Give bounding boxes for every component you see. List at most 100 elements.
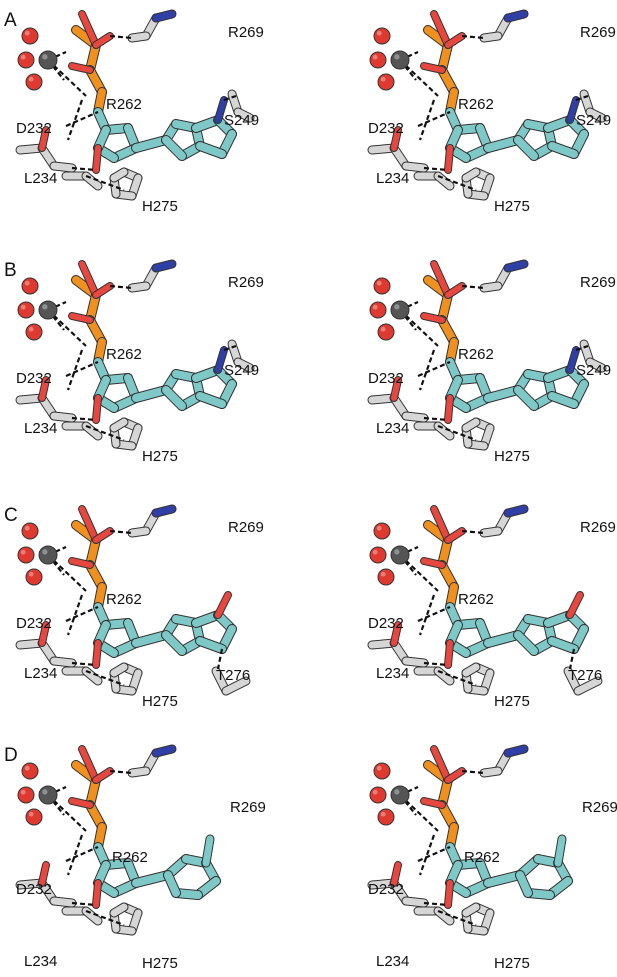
- panel-letter: B: [4, 260, 17, 281]
- water-sphere-highlight: [380, 326, 386, 332]
- residue-r269-stick: [479, 13, 513, 43]
- water-sphere-highlight: [380, 571, 386, 577]
- residue-t276-stick: [211, 666, 251, 696]
- metal-ion-sphere: [390, 300, 410, 320]
- hbond-line: [417, 605, 451, 623]
- phosphate-oxygen: [68, 62, 94, 74]
- residue-r269-stick: [127, 263, 161, 293]
- phosphate-oxygen: [420, 797, 446, 809]
- residue-r269-stick: [127, 508, 161, 538]
- water-sphere: [369, 301, 387, 319]
- residue-r269-guanidinium: [151, 504, 177, 518]
- phosphate-oxygen: [78, 10, 100, 49]
- hbond-line: [423, 661, 449, 667]
- ligand-purine-ring-a: [483, 614, 557, 656]
- water-sphere: [21, 762, 39, 780]
- molecule-stick-model: [367, 504, 603, 696]
- water-sphere-highlight: [28, 326, 34, 332]
- residue-label-d232: D232: [368, 881, 404, 898]
- phosphate-oxygen: [420, 557, 446, 569]
- residue-label-l234: L234: [376, 420, 410, 437]
- hbond-line: [418, 349, 436, 391]
- metal-ion-sphere: [390, 50, 410, 70]
- residue-label-d232: D232: [16, 120, 52, 137]
- phosphate-oxygen: [78, 260, 100, 299]
- panel-letter: D: [4, 745, 18, 766]
- hbond-line: [423, 416, 449, 422]
- residue-l234-stick: [413, 171, 455, 191]
- residue-label-h275: H275: [494, 448, 530, 465]
- water-sphere: [377, 568, 395, 586]
- hbond-line: [417, 845, 451, 863]
- phosphate-oxygen: [92, 527, 114, 544]
- phosphate-oxygen: [92, 282, 114, 299]
- hbond-line: [423, 166, 449, 172]
- phosphate-oxygen: [444, 767, 466, 784]
- residue-label-r269: R269: [580, 519, 616, 536]
- hbond-line: [66, 349, 84, 391]
- hbond-line: [65, 845, 99, 863]
- hbond-line: [223, 344, 237, 352]
- phosphate-oxygen: [420, 62, 446, 74]
- metal-ion-sphere: [38, 545, 58, 565]
- water-sphere: [373, 277, 391, 295]
- residue-h275-ring: [461, 167, 495, 201]
- residue-d232-stick: [367, 638, 429, 668]
- residue-label-d232: D232: [16, 881, 52, 898]
- molecule-stick-model: [15, 9, 255, 201]
- residue-r269-stick: [127, 13, 161, 43]
- hbond-line: [417, 360, 451, 378]
- water-sphere-highlight: [380, 811, 386, 817]
- hbond-line: [437, 669, 477, 687]
- water-sphere-highlight: [372, 789, 378, 795]
- water-sphere: [25, 73, 43, 91]
- residue-r269-guanidinium: [151, 259, 177, 273]
- hbond-line: [66, 99, 84, 141]
- water-sphere-highlight: [28, 811, 34, 817]
- residue-label-s249: S249: [224, 112, 260, 129]
- water-sphere: [369, 786, 387, 804]
- molecule-stick-model: [15, 744, 221, 936]
- residue-d232-stick: [15, 393, 77, 423]
- water-sphere: [17, 546, 35, 564]
- hbond-line: [109, 529, 133, 535]
- phosphate-oxygen: [78, 745, 100, 784]
- ribose-hydroxyl: [92, 394, 102, 424]
- molecule-stick-model: [15, 504, 251, 696]
- phosphate-oxygen: [68, 557, 94, 569]
- ligand-ribose-ring: [445, 107, 493, 163]
- water-sphere: [17, 786, 35, 804]
- water-sphere-highlight: [24, 765, 30, 771]
- residue-label-l234: L234: [376, 953, 410, 970]
- hbond-line: [109, 284, 133, 290]
- hbond-line: [85, 669, 125, 687]
- ribose-hydroxyl: [444, 639, 454, 669]
- hbond-line: [65, 110, 99, 128]
- ribose-hydroxyl: [444, 879, 454, 909]
- ligand-ribose-ring: [445, 357, 493, 413]
- hbond-line: [461, 34, 485, 40]
- residue-label-d232: D232: [16, 370, 52, 387]
- water-sphere-highlight: [28, 571, 34, 577]
- metal-ion-sphere-highlight: [42, 789, 48, 795]
- metal-ion-sphere: [390, 545, 410, 565]
- phosphate-oxygen: [444, 282, 466, 299]
- residue-d232-stick: [15, 638, 77, 668]
- ligand-purine-ring-a: [131, 369, 205, 411]
- phosphate-oxygen: [68, 312, 94, 324]
- residue-label-d232: D232: [368, 120, 404, 137]
- metal-ion-sphere-highlight: [394, 789, 400, 795]
- phosphate-oxygen: [444, 527, 466, 544]
- ligand-purine-ring-a: [483, 369, 557, 411]
- residue-label-r262: R262: [458, 346, 494, 363]
- metal-ion-sphere-highlight: [42, 549, 48, 555]
- hbond-line: [418, 594, 436, 636]
- residue-r269-stick: [127, 748, 161, 778]
- hbond-line: [71, 416, 97, 422]
- residue-r269-guanidinium: [503, 744, 529, 758]
- phosphate-oxygen: [430, 260, 452, 299]
- ligand-purine-ring-b: [543, 115, 589, 159]
- metal-ion-sphere-highlight: [42, 54, 48, 60]
- residue-label-h275: H275: [494, 955, 530, 972]
